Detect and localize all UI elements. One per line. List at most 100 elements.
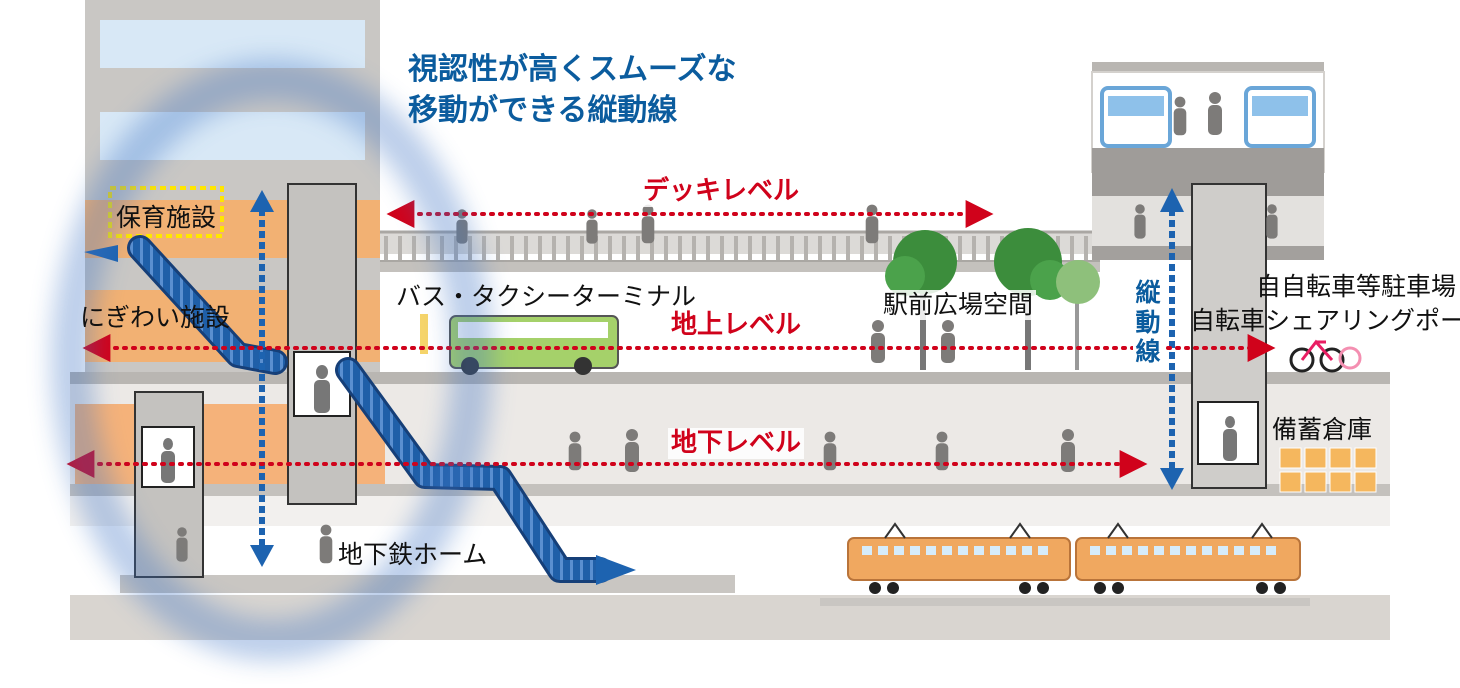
headline-line-1: 視認性が高くスムーズな	[408, 52, 737, 87]
rail-post	[748, 236, 752, 260]
underground-level-label: 地下レベル	[668, 428, 805, 460]
storage-boxes	[1279, 447, 1377, 493]
person-icon	[641, 204, 655, 244]
rail-post	[608, 236, 612, 260]
person-icon	[865, 204, 879, 244]
rail-post	[1070, 236, 1074, 260]
rail-post	[552, 236, 556, 260]
train-window	[1154, 546, 1164, 555]
storage-box	[1354, 447, 1377, 469]
deck-slab	[380, 232, 1100, 254]
rail-post	[776, 236, 780, 260]
train-window	[926, 546, 936, 555]
rail-post	[818, 236, 822, 260]
person-icon	[314, 380, 330, 413]
vertical-char-3: 線	[1135, 337, 1161, 366]
person-icon	[161, 451, 175, 483]
train-window	[1266, 546, 1276, 555]
train-window	[1038, 546, 1048, 555]
ground-level-label: 地上レベル	[668, 310, 805, 342]
train-window	[1106, 546, 1116, 555]
train-window	[1022, 546, 1032, 555]
building-window-1	[100, 20, 365, 68]
storage-box	[1304, 471, 1327, 493]
bicycle-parking-label: 自自転車等駐車場	[1256, 272, 1457, 301]
train-window	[958, 546, 968, 555]
train-window	[1218, 546, 1228, 555]
rail-post	[636, 236, 640, 260]
subway-train-car-2	[1075, 522, 1301, 594]
person-icon	[1134, 204, 1146, 239]
train-window	[878, 546, 888, 555]
escalator-direction-arrow	[596, 555, 636, 585]
person-icon	[1208, 92, 1222, 135]
storage-label: 備蓄倉庫	[1272, 415, 1373, 444]
train-window	[862, 546, 872, 555]
headline: 視認性が高くスムーズな 移動ができる縦動線	[408, 50, 737, 131]
person-icon	[941, 320, 955, 363]
train-window	[1202, 546, 1212, 555]
rail-post	[734, 236, 738, 260]
station-plaza-label: 駅前広場空間	[880, 290, 1037, 320]
storage-box	[1304, 447, 1327, 469]
tree-icon	[885, 230, 957, 370]
rail-post	[762, 236, 766, 260]
bus-taxi-label: バス・タクシーターミナル	[396, 282, 697, 311]
rail-post	[972, 236, 976, 260]
rail-post	[412, 236, 416, 260]
rail-post	[482, 236, 486, 260]
nigiwai-label: にぎわい施設	[80, 303, 231, 332]
rail-post	[1084, 236, 1088, 260]
train-window	[1186, 546, 1196, 555]
rail-post	[538, 236, 542, 260]
rail-post	[510, 236, 514, 260]
person-icon	[1173, 96, 1187, 136]
storage-box	[1279, 471, 1302, 493]
rail-post	[846, 236, 850, 260]
train-window	[894, 546, 904, 555]
rail-post	[860, 236, 864, 260]
vertical-char-2: 動	[1135, 307, 1161, 337]
rail-post	[804, 236, 808, 260]
train-window	[1250, 546, 1260, 555]
rail-post	[622, 236, 626, 260]
train-window	[942, 546, 952, 555]
headline-line-2: 移動ができる縦動線	[408, 92, 678, 128]
bicycle-share-label: 自転車シェアリングポート	[1190, 306, 1460, 335]
rail-post	[986, 236, 990, 260]
rail-post	[650, 236, 654, 260]
vertical-circulation-halo	[51, 59, 493, 661]
concourse-floor-slab	[70, 484, 1390, 496]
vertical-circulation-label: 縦 動 線	[1133, 278, 1163, 367]
subway-train-car-1	[847, 522, 1071, 594]
storage-box	[1279, 447, 1302, 469]
storage-box	[1329, 471, 1352, 493]
train-window	[1006, 546, 1016, 555]
tree-icon	[1056, 260, 1100, 370]
deck-level-label: デッキレベル	[640, 176, 803, 208]
childcare-label: 保育施設	[116, 203, 217, 232]
rail-post	[594, 236, 598, 260]
vertical-char-1: 縦	[1135, 278, 1161, 307]
rail-post	[678, 236, 682, 260]
rail-post	[888, 236, 892, 260]
person-icon	[176, 527, 188, 562]
train-window	[974, 546, 984, 555]
bicycle-icon	[1289, 339, 1362, 373]
train-window	[1090, 546, 1100, 555]
rail-post	[790, 236, 794, 260]
train-window	[1138, 546, 1148, 555]
rail-post	[566, 236, 570, 260]
train-window	[1234, 546, 1244, 555]
rail-post	[874, 236, 878, 260]
elevator-shaft-tall	[287, 183, 357, 505]
person-icon	[871, 320, 885, 363]
storage-box	[1329, 447, 1352, 469]
lower-void	[70, 496, 1390, 526]
person-icon	[319, 524, 333, 564]
person-icon	[1266, 204, 1278, 239]
storage-box	[1354, 471, 1377, 493]
subway-platform-slab	[120, 575, 735, 593]
train-window	[990, 546, 1000, 555]
